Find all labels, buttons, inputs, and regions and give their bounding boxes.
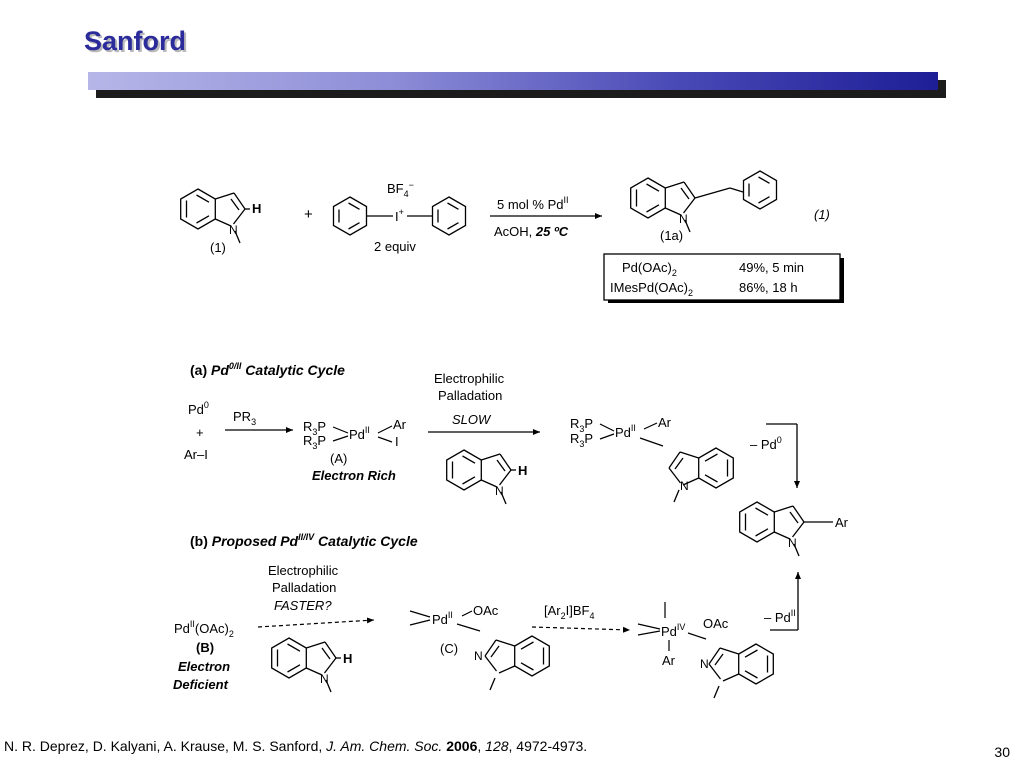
svg-text:Electron: Electron: [178, 659, 230, 674]
reaction-scheme: N H (1) + I+ BF4− 2 equiv 5 mol % PdII A…: [173, 170, 849, 699]
svg-text:H: H: [518, 463, 527, 478]
svg-text:I+: I+: [395, 207, 404, 224]
yield-row-catalyst: Pd(OAc)2: [622, 260, 677, 278]
indole-substrate-1: N H (1): [180, 188, 261, 255]
svg-text:N: N: [229, 223, 238, 237]
plus-sign: +: [304, 206, 313, 223]
cycle-b-step2-arrow: [Ar2I]BF4: [531, 603, 631, 633]
indole-reactant-a: N H: [446, 449, 527, 505]
citation-pages: , 4972-4973.: [508, 738, 588, 754]
svg-text:(C): (C): [440, 641, 458, 656]
indole-reactant-b: N H: [271, 637, 352, 693]
svg-text:I: I: [395, 434, 399, 449]
svg-text:Ar: Ar: [835, 515, 849, 530]
svg-text:[Ar2I]BF4: [Ar2I]BF4: [544, 603, 595, 621]
cycle-b-heading: (b) Proposed PdII/IV Catalytic Cycle: [190, 532, 418, 549]
cycle-a-step3-arrow: – Pd0: [750, 423, 800, 488]
svg-text:SLOW: SLOW: [452, 412, 492, 427]
yield-table: Pd(OAc)2 49%, 5 min IMesPd(OAc)2 86%, 18…: [603, 253, 844, 303]
svg-text:BF4−: BF4−: [387, 180, 414, 199]
svg-text:5 mol % PdII: 5 mol % PdII: [497, 195, 569, 212]
svg-text:PdII: PdII: [615, 423, 636, 440]
svg-text:R3P: R3P: [570, 431, 593, 449]
cycle-a-step1-arrow: PR3: [225, 409, 293, 433]
title-bar: [88, 72, 938, 90]
svg-text:PdII: PdII: [432, 610, 453, 627]
svg-text:– Pd0: – Pd0: [750, 435, 782, 452]
complex-c: PdII OAc N (C): [409, 603, 550, 691]
svg-text:OAc: OAc: [473, 603, 499, 618]
slide-title: Sanford: [84, 26, 187, 56]
diaryliodonium-reagent: I+ BF4− 2 equiv: [332, 180, 467, 254]
svg-text:N: N: [679, 212, 688, 226]
svg-text:N: N: [700, 657, 709, 671]
svg-text:N: N: [495, 484, 504, 498]
svg-text:(A): (A): [330, 451, 347, 466]
palladated-intermediate-a: R3P R3P PdII Ar N: [570, 415, 734, 503]
cycle-a-step2-arrow: Electrophilic Palladation SLOW: [428, 371, 540, 435]
svg-text:Palladation: Palladation: [272, 580, 336, 595]
svg-text:R3P: R3P: [303, 419, 326, 437]
reagent-equiv: 2 equiv: [374, 239, 416, 254]
yield-row-catalyst: IMesPd(OAc)2: [610, 280, 693, 298]
svg-text:H: H: [252, 201, 261, 216]
svg-text:Ar: Ar: [662, 653, 676, 668]
svg-text:N: N: [320, 672, 329, 686]
citation: N. R. Deprez, D. Kalyani, A. Krause, M. …: [4, 738, 588, 754]
cycle-b-step1-arrow: Electrophilic Palladation FASTER?: [257, 563, 375, 628]
svg-text:FASTER?: FASTER?: [274, 598, 332, 613]
svg-text:+: +: [196, 425, 204, 440]
svg-text:– PdII: – PdII: [764, 608, 796, 625]
citation-year: 2006: [446, 738, 478, 754]
svg-text:AcOH, 25 ºC: AcOH, 25 ºC: [494, 224, 569, 239]
svg-text:OAc: OAc: [703, 616, 729, 631]
citation-journal: J. Am. Chem. Soc.: [326, 738, 443, 754]
substrate-label: (1): [210, 240, 226, 255]
product-label: (1a): [660, 228, 683, 243]
equation-number: (1): [814, 207, 830, 222]
complex-a: R3P R3P PdII Ar I (A) Electron Rich: [303, 417, 407, 483]
svg-text:PdII(OAc)2: PdII(OAc)2: [174, 619, 234, 639]
yield-row-result: 86%, 18 h: [739, 280, 798, 295]
svg-text:Electrophilic: Electrophilic: [268, 563, 339, 578]
svg-text:Electron Rich: Electron Rich: [312, 468, 396, 483]
svg-text:Palladation: Palladation: [438, 388, 502, 403]
citation-volume: 128: [485, 738, 509, 754]
svg-text:N: N: [474, 649, 483, 663]
product-1a: N (1a): [630, 170, 778, 243]
svg-text:Pd0: Pd0: [188, 400, 209, 417]
svg-text:Ar: Ar: [393, 417, 407, 432]
svg-text:(B): (B): [196, 640, 214, 655]
svg-text:Deficient: Deficient: [173, 677, 229, 692]
svg-text:PdII: PdII: [349, 425, 370, 442]
svg-text:Ar: Ar: [658, 415, 672, 430]
pd-iv-intermediate: PdIV OAc Ar N: [637, 602, 774, 699]
svg-text:Electrophilic: Electrophilic: [434, 371, 505, 386]
svg-text:PR3: PR3: [233, 409, 256, 427]
cycle-b-start: PdII(OAc)2 (B) Electron Deficient: [173, 619, 234, 692]
svg-text:N: N: [788, 536, 797, 550]
svg-text:Ar–I: Ar–I: [184, 447, 208, 462]
reaction-1-arrow: 5 mol % PdII AcOH, 25 ºC: [490, 195, 602, 239]
cycle-a-heading: (a) Pd0/II Catalytic Cycle: [190, 361, 345, 378]
final-product: N Ar: [739, 501, 849, 557]
svg-text:R3P: R3P: [570, 416, 593, 434]
svg-text:H: H: [343, 651, 352, 666]
cycle-a-start: Pd0 + Ar–I: [184, 400, 209, 462]
svg-text:R3P: R3P: [303, 433, 326, 451]
yield-row-result: 49%, 5 min: [739, 260, 804, 275]
page-number: 30: [994, 744, 1010, 760]
cycle-b-step3-arrow: – PdII: [764, 572, 801, 631]
svg-text:PdIV: PdIV: [661, 622, 685, 639]
svg-text:N: N: [680, 479, 689, 493]
